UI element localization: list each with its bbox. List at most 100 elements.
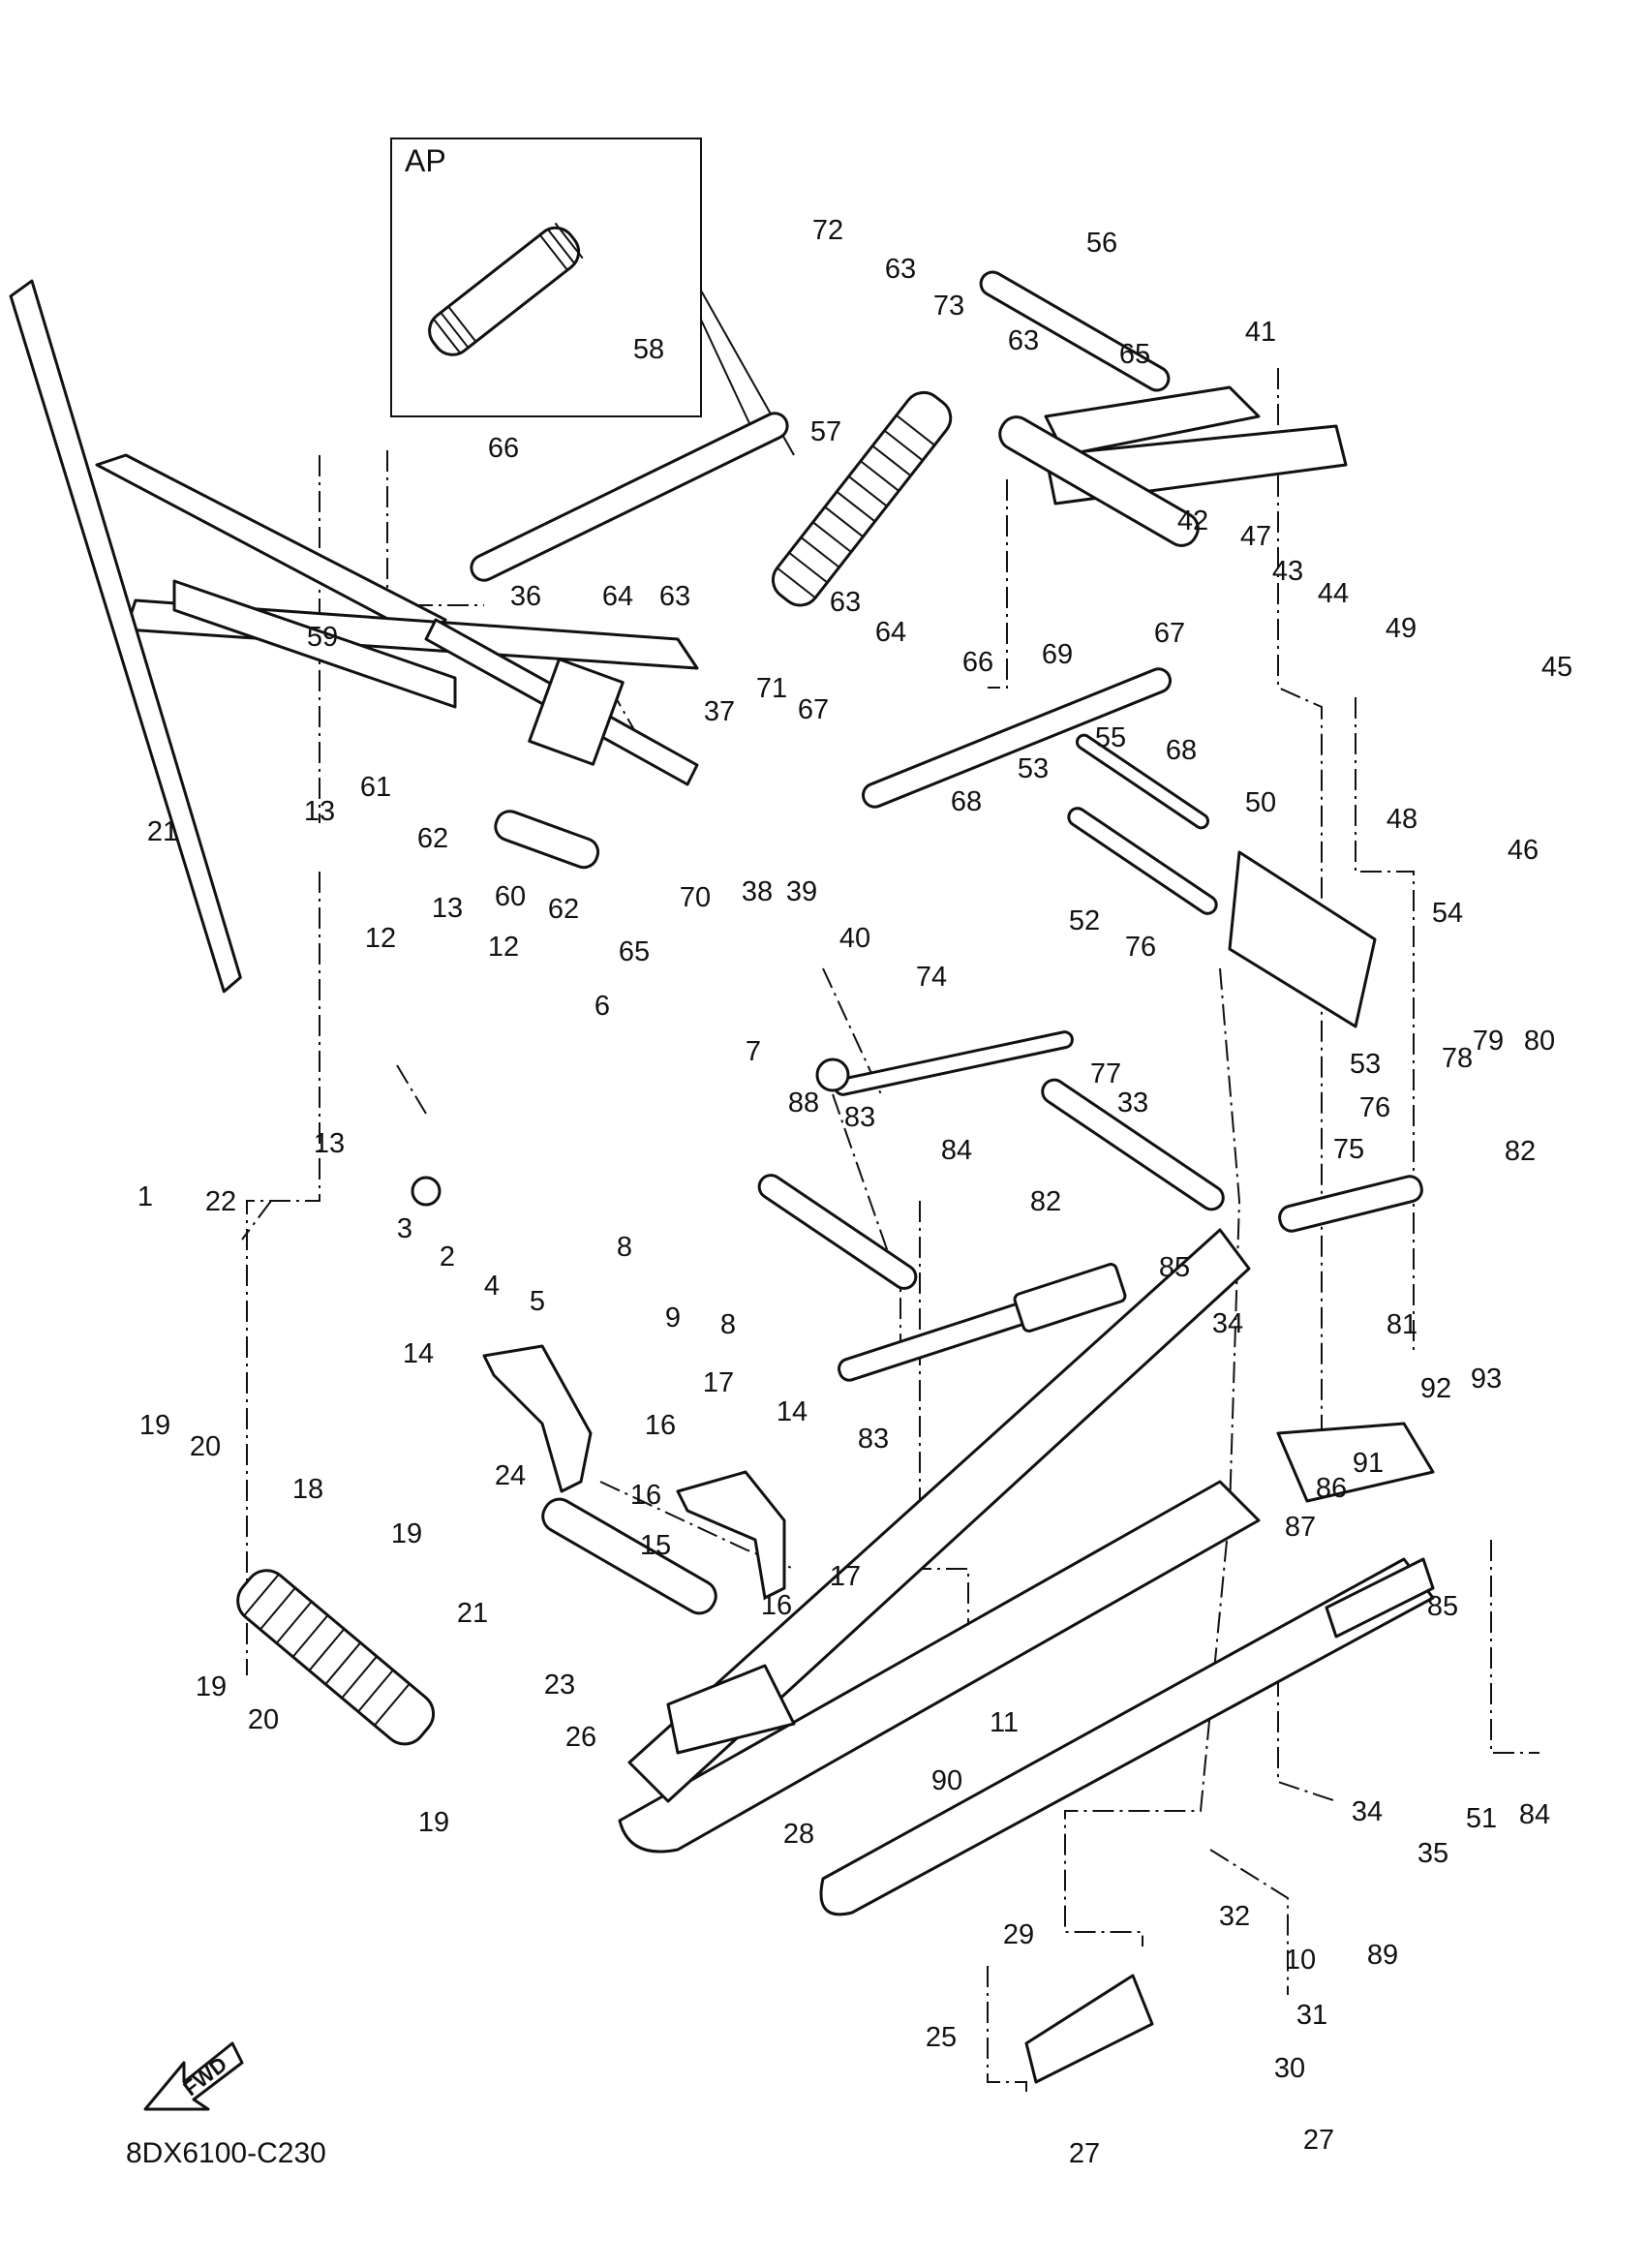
callout-15: 15 (640, 1530, 671, 1561)
callout-14a: 14 (403, 1338, 434, 1369)
callout-26: 26 (565, 1722, 596, 1753)
callout-13c: 13 (314, 1128, 345, 1159)
callout-43: 43 (1272, 556, 1303, 587)
callout-16b: 16 (630, 1480, 661, 1511)
callout-36: 36 (510, 581, 541, 612)
callout-84a: 84 (941, 1135, 972, 1166)
callout-5: 5 (530, 1286, 545, 1317)
callout-37: 37 (704, 696, 735, 727)
callout-30: 30 (1274, 2053, 1305, 2084)
callout-68b: 68 (951, 786, 982, 817)
callout-7: 7 (746, 1036, 761, 1067)
callout-25: 25 (926, 2022, 957, 2053)
callout-18: 18 (292, 1474, 323, 1505)
callout-34b: 34 (1352, 1796, 1383, 1827)
callout-54: 54 (1432, 898, 1463, 929)
callout-92: 92 (1420, 1373, 1451, 1404)
callout-labels: 1 2 3 4 5 6 7 8 8 9 10 11 12 12 13 13 13… (137, 215, 1572, 2169)
callout-13b: 13 (432, 893, 463, 924)
callout-16a: 16 (645, 1410, 676, 1441)
callout-59: 59 (307, 622, 338, 653)
callout-64a: 64 (602, 581, 633, 612)
callout-6: 6 (594, 991, 610, 1022)
callout-17b: 17 (830, 1561, 861, 1592)
callout-67a: 67 (1154, 618, 1185, 649)
callout-17a: 17 (703, 1367, 734, 1398)
callout-46: 46 (1508, 835, 1539, 866)
callout-14b: 14 (777, 1396, 808, 1427)
callout-16c: 16 (761, 1590, 792, 1621)
callout-84b: 84 (1519, 1799, 1550, 1830)
inset-label: AP (405, 143, 446, 178)
callout-82b: 82 (1505, 1136, 1536, 1167)
callout-83b: 83 (858, 1424, 889, 1455)
callout-38: 38 (742, 876, 773, 907)
callout-60: 60 (495, 881, 526, 912)
callout-83a: 83 (844, 1102, 875, 1133)
callout-63d: 63 (830, 587, 861, 618)
callout-91: 91 (1353, 1448, 1384, 1479)
callout-12b: 12 (488, 932, 519, 963)
callout-48: 48 (1387, 804, 1417, 835)
callout-31: 31 (1296, 2000, 1327, 2031)
callout-68a: 68 (1166, 735, 1197, 766)
callout-77: 77 (1090, 1058, 1121, 1089)
callout-72: 72 (812, 215, 843, 246)
callout-33: 33 (1117, 1088, 1148, 1119)
callout-19c: 19 (196, 1671, 227, 1702)
callout-53a: 53 (1018, 753, 1049, 784)
callout-56: 56 (1086, 228, 1117, 259)
callout-82a: 82 (1030, 1186, 1061, 1217)
callout-23: 23 (544, 1670, 575, 1701)
callout-3: 3 (397, 1213, 412, 1244)
callout-12a: 12 (365, 923, 396, 954)
part-shapes (9, 270, 1435, 2084)
callout-11: 11 (990, 1707, 1019, 1738)
callout-71: 71 (756, 673, 787, 704)
callout-78: 78 (1442, 1043, 1473, 1074)
callout-76a: 76 (1125, 932, 1156, 963)
callout-35: 35 (1417, 1838, 1448, 1869)
callout-19b: 19 (391, 1518, 422, 1549)
callout-55: 55 (1095, 722, 1126, 753)
callout-81: 81 (1387, 1309, 1417, 1340)
callout-29: 29 (1003, 1919, 1034, 1950)
callout-63b: 63 (1008, 325, 1039, 356)
callout-2: 2 (440, 1241, 455, 1272)
callout-28: 28 (783, 1819, 814, 1850)
ap-inset (390, 138, 795, 456)
callout-62a: 62 (417, 823, 448, 854)
callout-10: 10 (1285, 1945, 1316, 1976)
callout-21b: 21 (457, 1598, 488, 1629)
callout-85a: 85 (1159, 1252, 1190, 1283)
callout-51: 51 (1466, 1803, 1497, 1834)
callout-63c: 63 (659, 581, 690, 612)
callout-66b: 66 (962, 647, 993, 678)
callout-65a: 65 (1119, 339, 1150, 370)
callout-52: 52 (1069, 905, 1100, 936)
callout-8b: 8 (720, 1309, 736, 1340)
diagram-code: 8DX6100-C230 (126, 2137, 326, 2169)
callout-13a: 13 (304, 796, 335, 827)
callout-85b: 85 (1427, 1591, 1458, 1622)
callout-39: 39 (786, 876, 817, 907)
callout-20b: 20 (248, 1704, 279, 1735)
callout-76b: 76 (1359, 1092, 1390, 1123)
callout-73: 73 (933, 291, 964, 322)
callout-20a: 20 (190, 1431, 221, 1462)
callout-69: 69 (1042, 639, 1073, 670)
callout-1: 1 (137, 1181, 153, 1212)
callout-57: 57 (810, 416, 841, 447)
callout-70: 70 (680, 882, 711, 913)
callout-49: 49 (1386, 613, 1417, 644)
callout-8a: 8 (617, 1232, 632, 1263)
callout-47: 47 (1240, 521, 1271, 552)
callout-79: 79 (1473, 1026, 1504, 1057)
callout-41: 41 (1245, 317, 1276, 348)
callout-9: 9 (665, 1303, 681, 1333)
callout-67b: 67 (798, 694, 829, 725)
callout-45: 45 (1541, 652, 1572, 683)
callout-34a: 34 (1212, 1308, 1243, 1339)
callout-24: 24 (495, 1460, 526, 1491)
